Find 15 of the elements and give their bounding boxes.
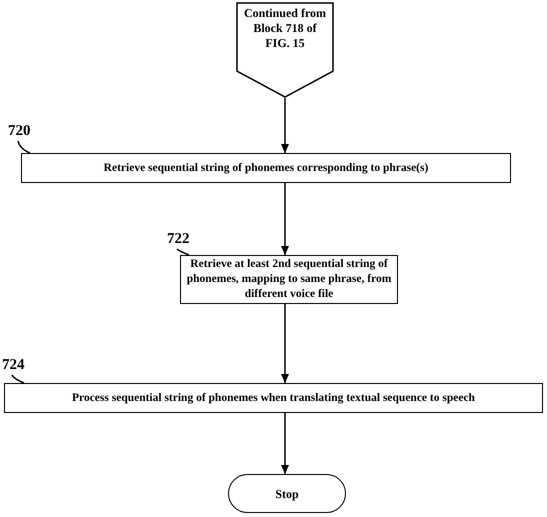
reference-number: 724 [2, 355, 38, 375]
process-box: Retrieve sequential string of phonemes corresponding to phrase(s) [21, 153, 511, 183]
reference-number: 722 [167, 229, 203, 249]
leader-line [17, 140, 30, 154]
off-page-connector: Continued from Block 718 of FIG. 15 [236, 2, 334, 98]
arrow [281, 413, 289, 474]
arrow [281, 183, 289, 255]
leader-line [11, 374, 24, 384]
process-box: Retrieve at least 2nd sequential string of phonemes, mapping to same phrase, from different voice file [180, 255, 398, 304]
arrow [281, 98, 289, 153]
leader-line [176, 248, 190, 256]
arrow [281, 304, 289, 383]
terminator: Stop [228, 474, 346, 513]
process-box: Process sequential string of phonemes when translating textual sequence to speech [4, 383, 543, 413]
reference-number: 720 [8, 121, 44, 141]
